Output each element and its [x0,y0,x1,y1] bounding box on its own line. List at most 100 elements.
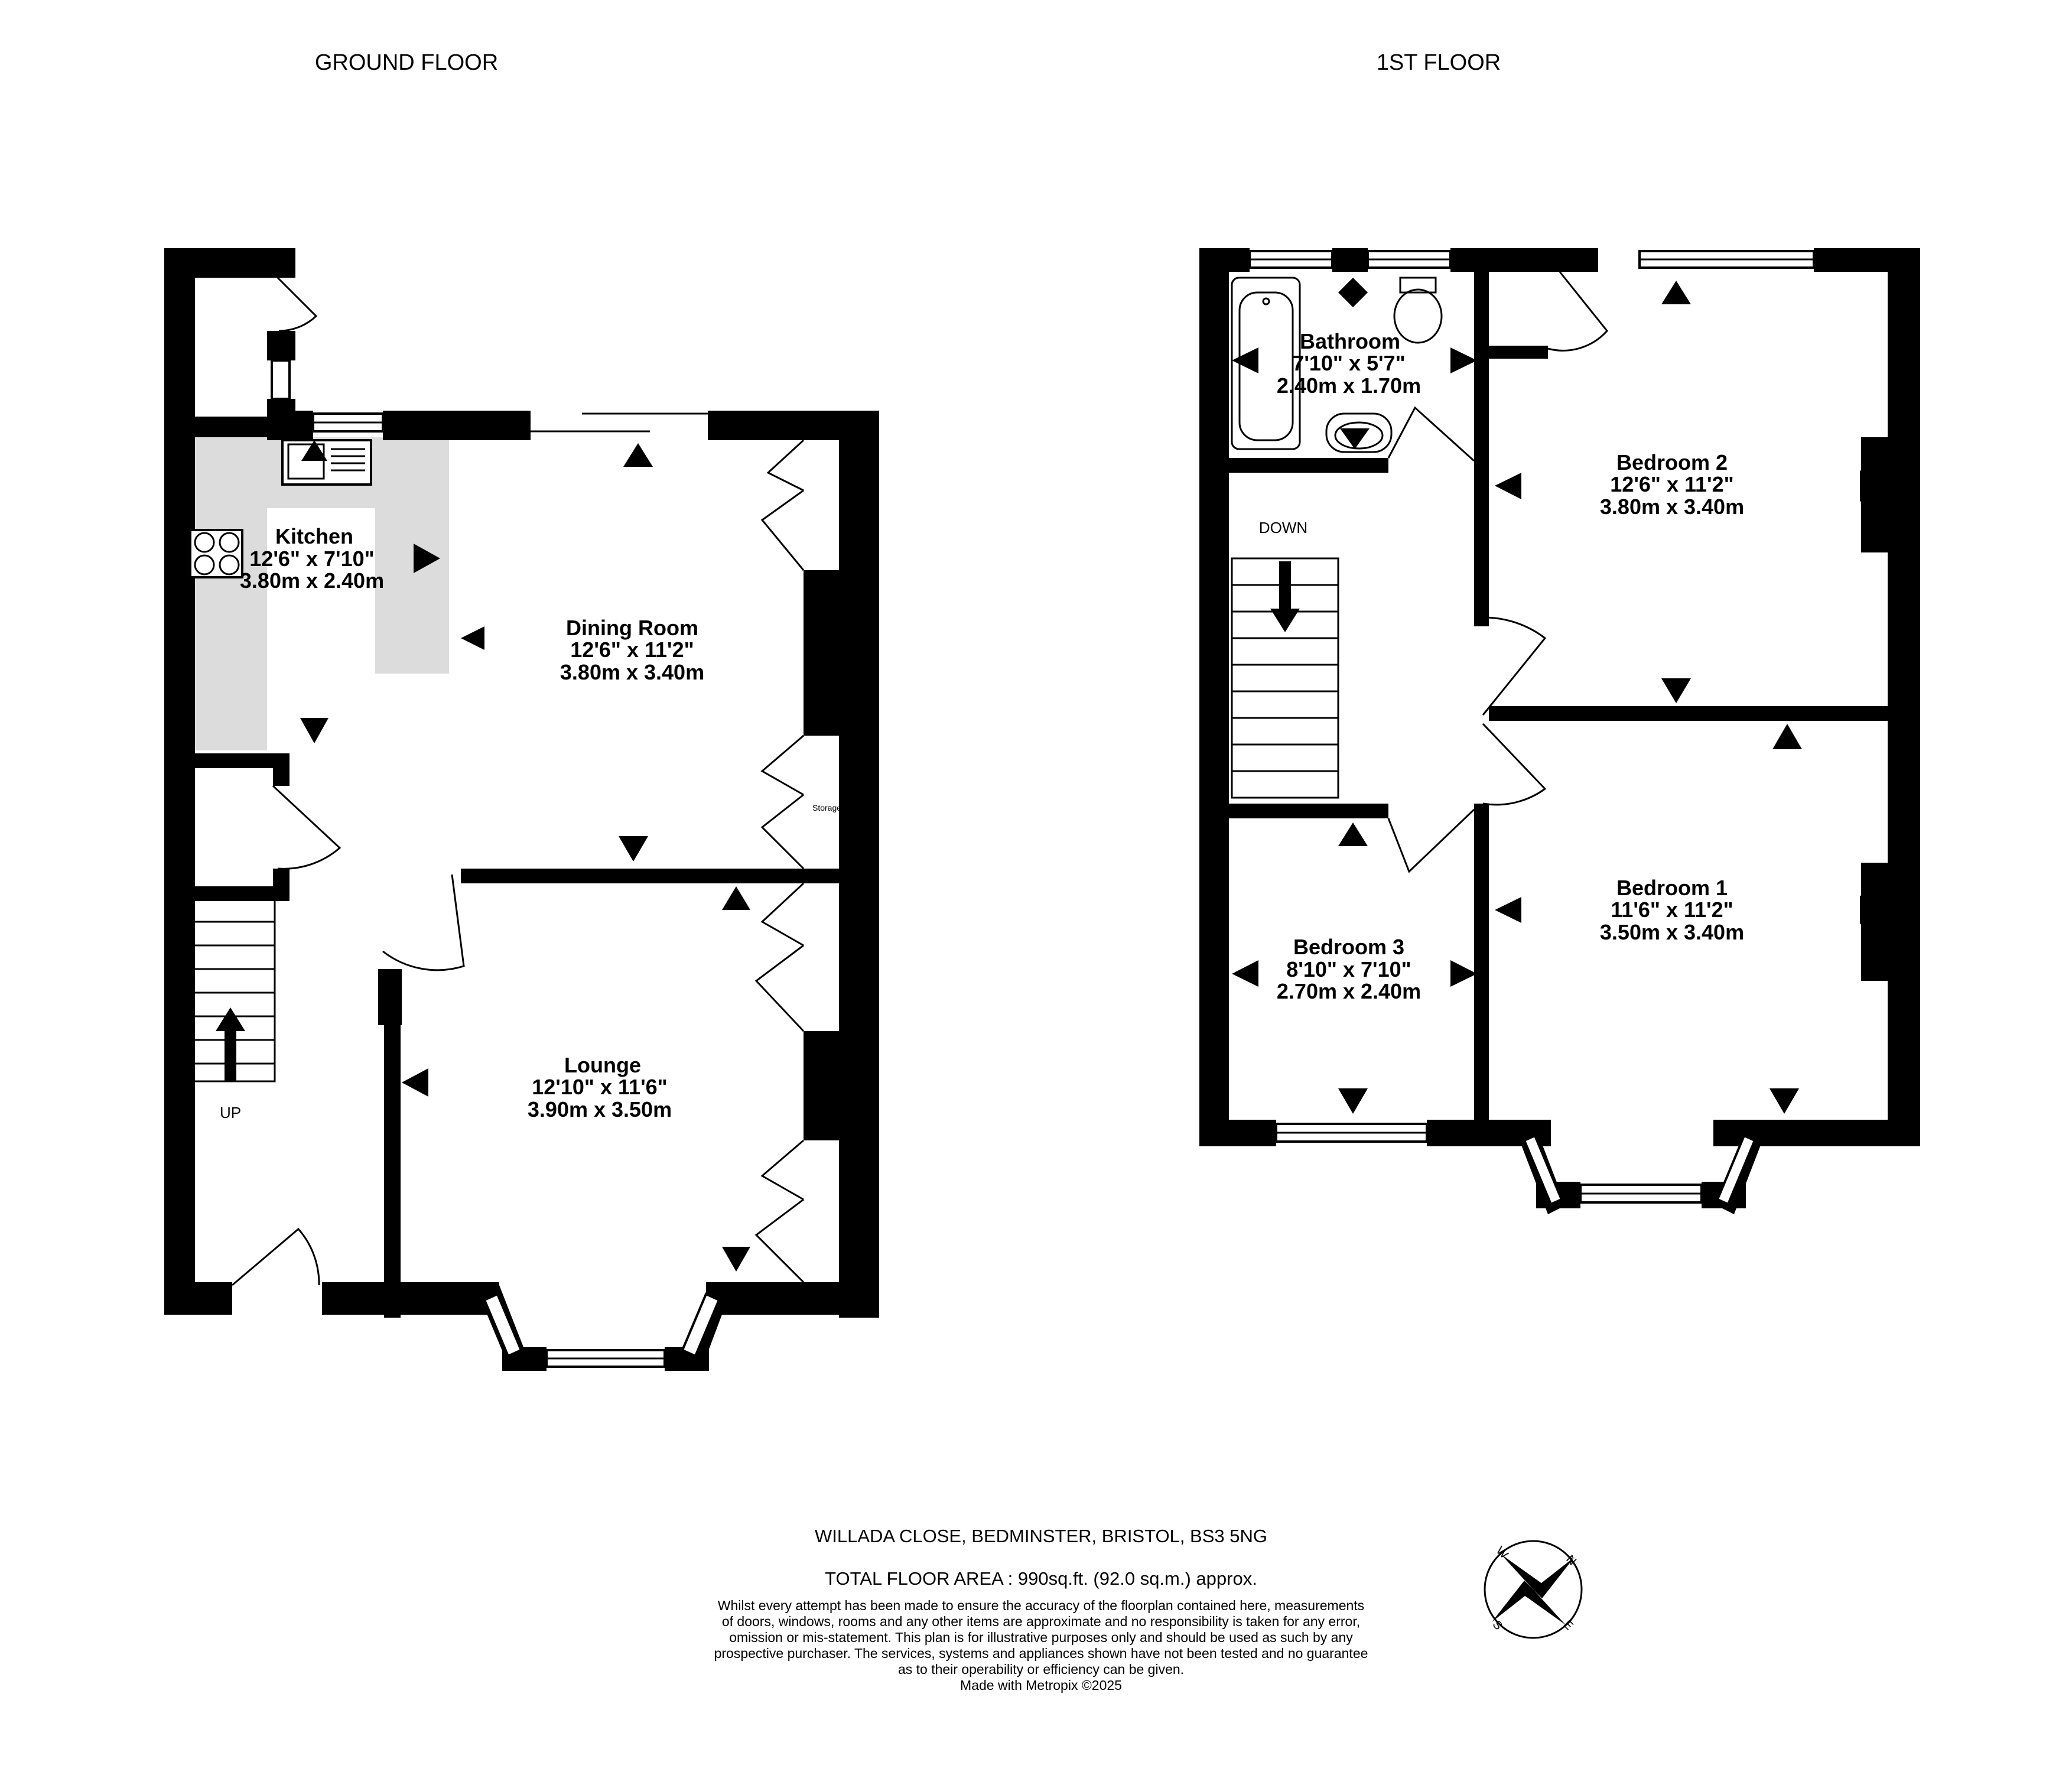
ground-floor-plan: Kitchen 12'6" x 7'10" 3.80m x 2.40m Dini… [164,248,879,1371]
dimension-marker [300,718,328,743]
door-swing [1482,616,1547,716]
hob [189,529,243,578]
room-dim-metric-bathroom: 2.40m x 1.70m [1277,373,1421,398]
bath [1231,277,1301,450]
room-name-lounge: Lounge [564,1053,641,1077]
first-floor-plan: Bathroom 7'10" x 5'7" 2.40m x 1.70m Bedr… [1199,248,1920,1214]
room-dim-metric-kitchen: 3.80m x 2.40m [240,568,384,593]
stairs-down-label: DOWN [1259,519,1307,537]
room-name-bedroom-1: Bedroom 1 [1616,876,1728,900]
dimension-marker [619,836,648,862]
wall [267,399,295,440]
wall [1229,458,1388,473]
window [271,359,291,400]
room-dim-imperial-bathroom: 7'10" x 5'7" [1292,351,1405,375]
room-dim-metric-dining: 3.80m x 3.40m [560,660,704,684]
room-name-bedroom-2: Bedroom 2 [1616,450,1728,474]
wall [267,331,295,360]
sink [281,439,372,486]
wall [1474,804,1489,1146]
wall [1861,437,1889,552]
first-floor-title: 1ST FLOOR [1377,50,1501,75]
dimension-marker [1860,470,1873,502]
door-swing [277,277,318,332]
disclaimer-line: omission or mis-statement. This plan is … [729,1630,1353,1645]
bay-window-side [483,1292,523,1358]
dimension-marker [402,1068,428,1097]
room-dim-metric-bedroom-2: 3.80m x 3.40m [1600,495,1744,519]
door-swing [1387,808,1475,873]
dimension-marker [1338,292,1368,307]
front-door [232,1227,320,1286]
wall [1229,804,1388,818]
dimension-marker [722,886,750,910]
bay-window-side [1523,1134,1563,1206]
dimension-marker [1661,281,1691,304]
disclaimer-line: prospective purchaser. The services, sys… [714,1646,1368,1661]
wall [1888,248,1920,1146]
wall [384,972,401,1318]
wall [1489,346,1548,359]
room-name-bathroom: Bathroom [1300,329,1400,353]
wall [1199,1120,1276,1146]
wall [383,411,531,440]
dimension-marker [1450,960,1477,987]
wall [839,411,852,1318]
door-swing [382,874,465,971]
wall [851,411,879,1318]
room-dim-imperial-bedroom-1: 11'6" x 11'2" [1611,898,1733,922]
wall [322,1282,499,1315]
bay-window-side [1716,1134,1757,1206]
ground-floor-title: GROUND FLOOR [315,50,498,75]
dimension-marker [1770,1088,1799,1114]
storage-label: Storage [812,803,841,812]
dimension-marker [1340,428,1370,449]
room-dim-imperial-kitchen: 12'6" x 7'10" [249,547,374,571]
room-dim-metric-lounge: 3.90m x 3.50m [528,1097,672,1121]
compass-icon: N E S W [1484,1540,1583,1639]
room-dim-imperial-bedroom-3: 8'10" x 7'10" [1286,957,1411,981]
dimension-marker [1450,347,1477,373]
compass-east: E [1561,1618,1576,1633]
dimension-marker [414,544,440,573]
toilet [1393,277,1443,344]
basin [1325,412,1393,453]
room-dim-imperial-lounge: 12'10" x 11'6" [532,1075,667,1099]
kitchen-floor-area [195,437,449,750]
address: WILLADA CLOSE, BEDMINSTER, BRISTOL, BS3 … [815,1526,1267,1546]
dimension-marker [1338,1088,1368,1114]
dimension-marker [722,1247,750,1272]
wall [1199,248,1229,1146]
wall [1450,248,1598,272]
room-name-kitchen: Kitchen [275,524,353,548]
dimension-marker [1338,823,1368,846]
disclaimer-line: as to their operability or efficiency ca… [898,1662,1184,1677]
dimension-marker [1338,278,1368,292]
wall [1489,706,1891,721]
dimension-marker [1772,724,1802,749]
wall [1199,248,1250,272]
dimension-marker [1495,473,1521,499]
disclaimer-line: Whilst every attempt has been made to en… [718,1598,1364,1613]
door-swing [1547,271,1608,352]
room-dim-metric-bedroom-3: 2.70m x 2.40m [1277,979,1421,1003]
door-swing [1482,723,1547,806]
wall [461,869,854,883]
wall [273,869,290,901]
wall [164,248,295,278]
room-name-dining: Dining Room [566,616,698,640]
disclaimer-line: of doors, windows, rooms and any other i… [722,1614,1360,1629]
dimension-marker [301,440,327,461]
stairs [188,897,276,1082]
wall [295,411,313,440]
dimension-marker [1232,960,1258,987]
bay-window-side [681,1292,721,1358]
door-swing [1387,406,1475,462]
wall [273,753,290,786]
dimension-marker [814,629,827,662]
room-dim-imperial-dining: 12'6" x 11'2" [570,638,694,662]
wall [378,969,402,1025]
stairs-up-label: UP [220,1104,241,1121]
wall [195,417,269,437]
